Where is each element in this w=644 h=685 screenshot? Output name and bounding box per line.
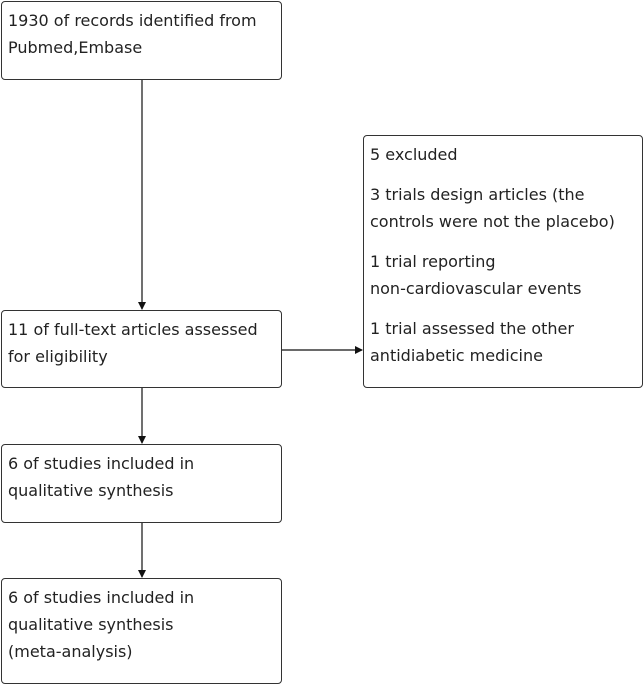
excluded-summary: 5 excluded (370, 141, 636, 168)
box-text-line: 1 trial assessed the other (370, 319, 574, 338)
fulltext-assessed-box: 11 of full-text articles assessed for el… (1, 310, 282, 388)
excluded-reason-design: 3 trials design articles (the controls w… (370, 181, 636, 235)
box-text-line: 3 trials design articles (the (370, 185, 585, 204)
box-text-line: qualitative synthesis (8, 481, 174, 500)
box-text-line: non-cardiovascular events (370, 279, 582, 298)
excluded-reason-noncardiovascular: 1 trial reporting non-cardiovascular eve… (370, 248, 636, 302)
box-text-line: Pubmed,Embase (8, 38, 143, 57)
meta-analysis-box: 6 of studies included in qualitative syn… (1, 578, 282, 684)
excluded-reason-other-medicine: 1 trial assessed the other antidiabetic … (370, 315, 636, 369)
box-text-line: antidiabetic medicine (370, 346, 543, 365)
box-text-line: 1 trial reporting (370, 252, 496, 271)
box-text-line: 5 excluded (370, 145, 458, 164)
box-text-line: 6 of studies included in (8, 588, 195, 607)
box-text-line: for eligibility (8, 347, 108, 366)
box-text-line: controls were not the placebo) (370, 212, 615, 231)
box-text-line: 11 of full-text articles assessed (8, 320, 258, 339)
box-text-line: 6 of studies included in (8, 454, 195, 473)
excluded-box: 5 excluded 3 trials design articles (the… (363, 135, 643, 388)
box-text-line: (meta-analysis) (8, 642, 133, 661)
qualitative-synthesis-box: 6 of studies included in qualitative syn… (1, 444, 282, 523)
box-text-line: qualitative synthesis (8, 615, 174, 634)
records-identified-box: 1930 of records identified from Pubmed,E… (1, 1, 282, 80)
box-text-line: 1930 of records identified from (8, 11, 257, 30)
